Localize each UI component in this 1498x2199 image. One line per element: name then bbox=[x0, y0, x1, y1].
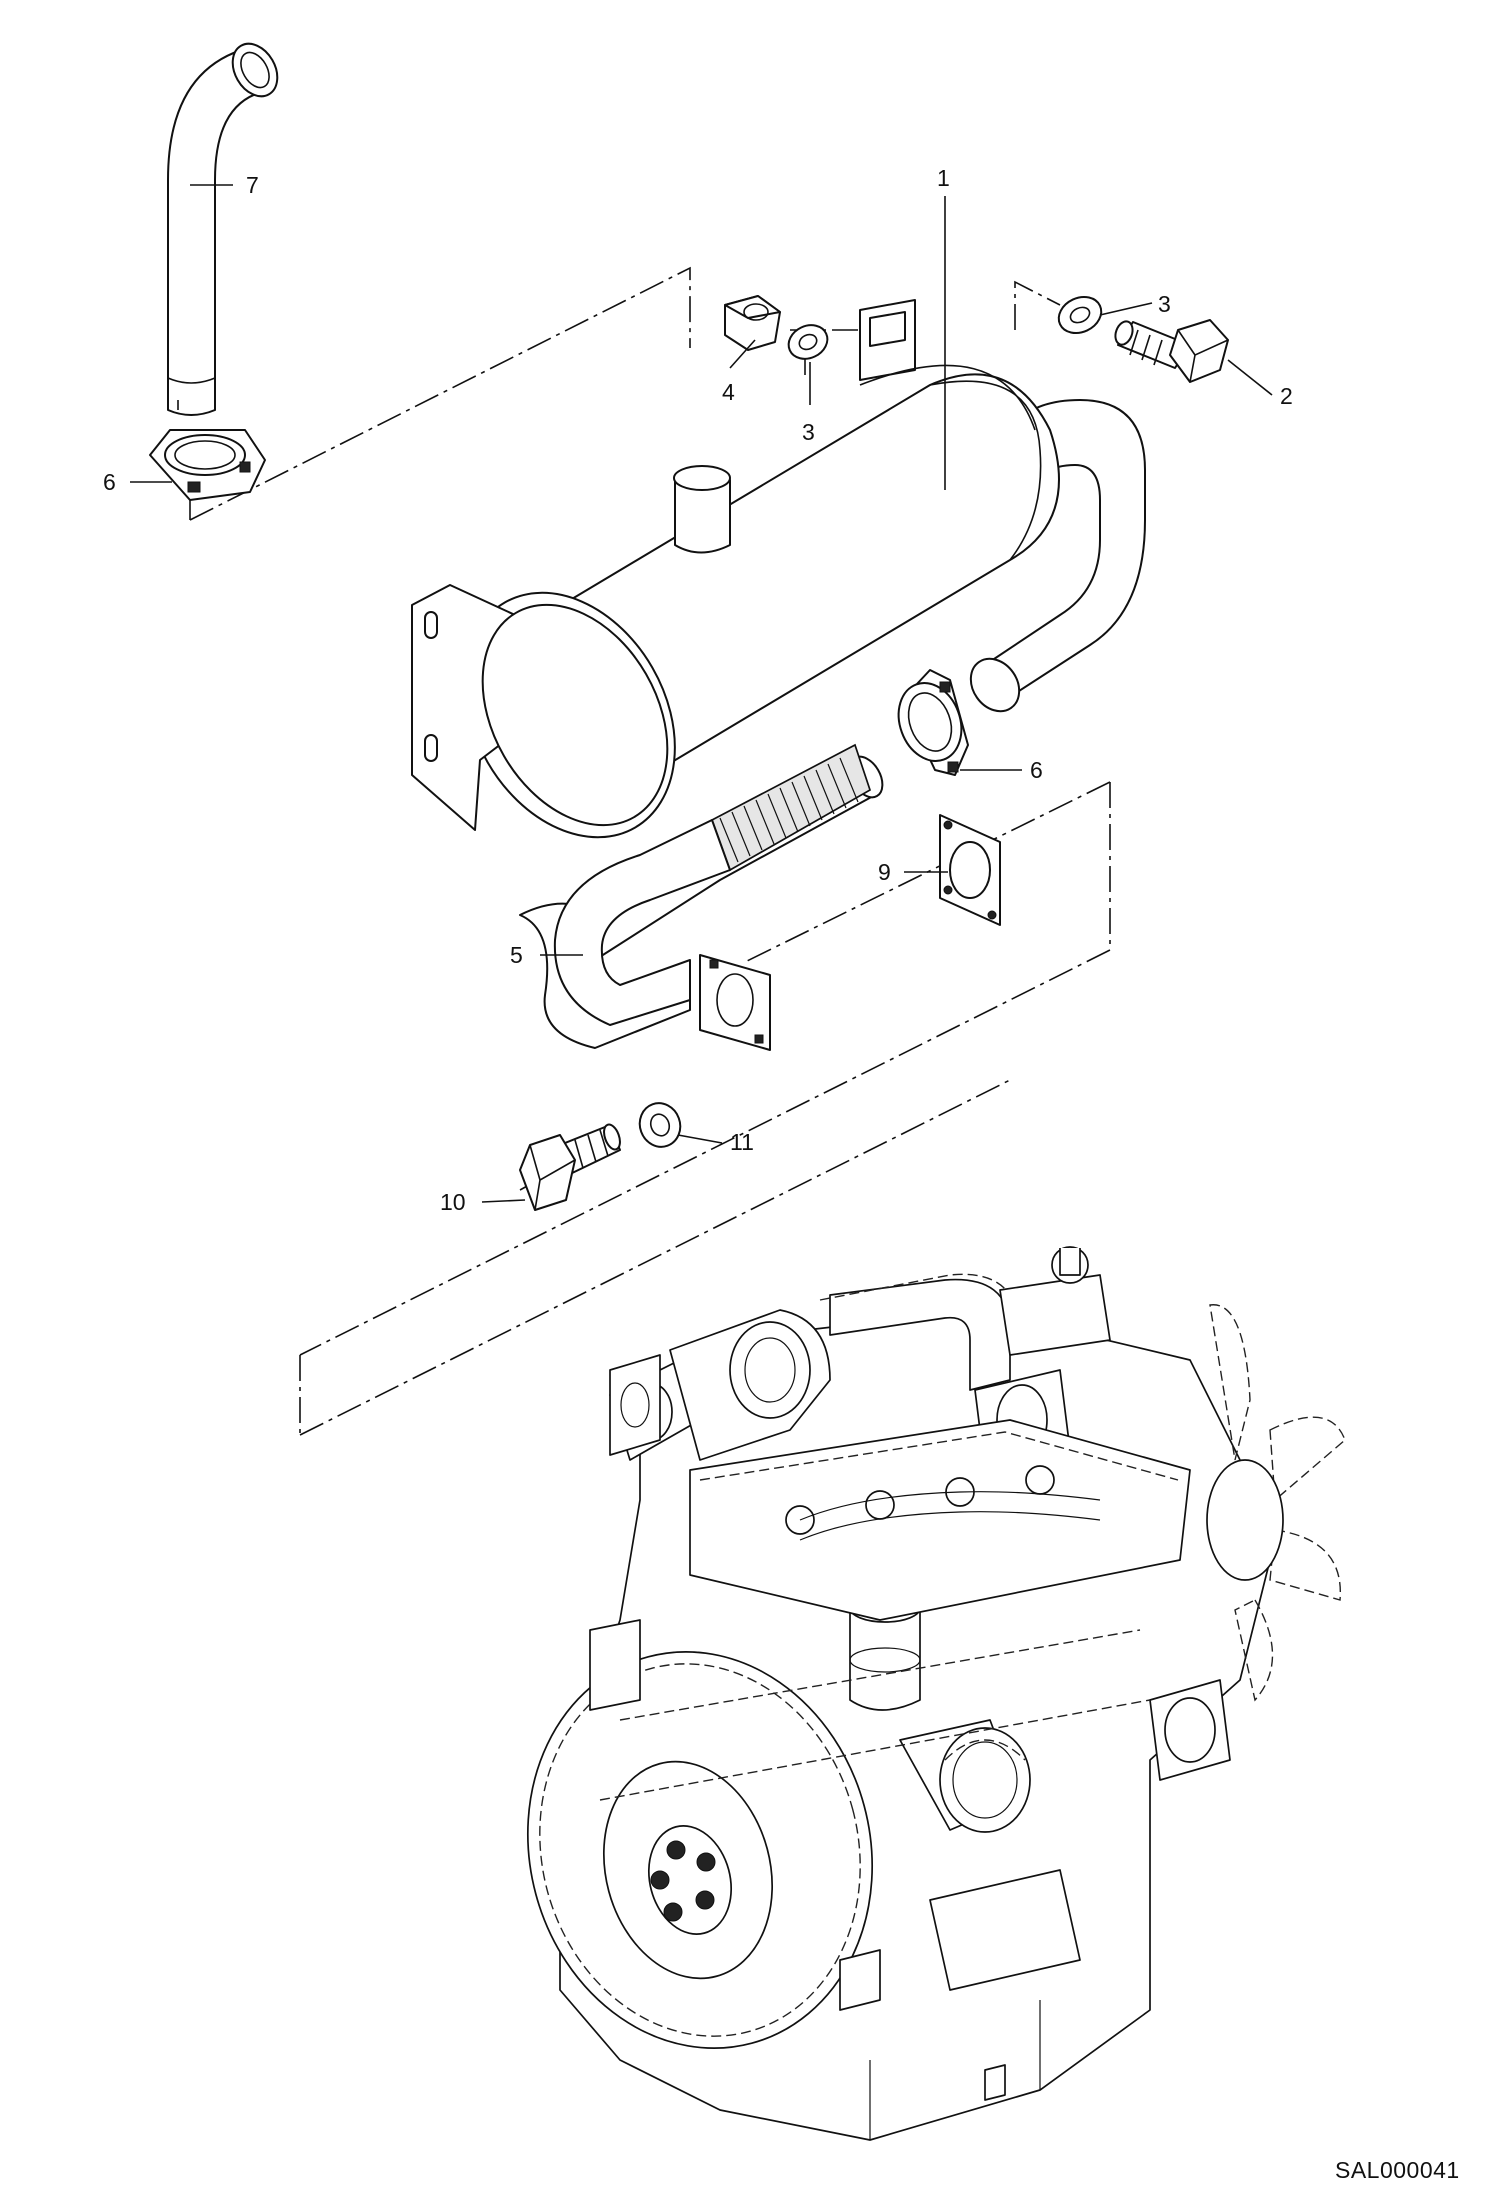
leader-3b bbox=[1099, 302, 1153, 316]
drawing-reference-code: SAL000041 bbox=[1335, 2157, 1460, 2183]
flex-pipe-corrugation bbox=[719, 757, 859, 863]
flywheel bbox=[526, 1651, 874, 2049]
callout-7: 7 bbox=[246, 172, 259, 198]
tailpipe bbox=[167, 42, 279, 416]
bolt-lower bbox=[519, 1123, 621, 1211]
callout-9: 9 bbox=[878, 859, 891, 885]
callout-11: 11 bbox=[730, 1129, 754, 1155]
washer-lower bbox=[638, 1102, 682, 1148]
callout-6-lower: 6 bbox=[1030, 757, 1043, 783]
callout-1: 1 bbox=[937, 165, 950, 191]
washer-left bbox=[787, 324, 829, 360]
nut bbox=[724, 295, 781, 351]
alignment-line-tailpipe bbox=[189, 266, 691, 521]
callout-5: 5 bbox=[510, 942, 523, 968]
leader-11 bbox=[677, 1134, 723, 1144]
callouts: 7 1 4 3 3 2 6 6 9 5 11 10 bbox=[103, 165, 1293, 1215]
alignment-line-flange-to-engine bbox=[299, 782, 1111, 1356]
engine-assembly bbox=[526, 1246, 1346, 2141]
leader-4 bbox=[729, 339, 756, 369]
flex-pipe bbox=[519, 743, 884, 1051]
bolt-upper bbox=[1114, 319, 1229, 383]
leader-lines bbox=[130, 184, 1273, 1203]
gasket bbox=[939, 814, 1001, 926]
alignment-line-bolt bbox=[1014, 280, 1061, 330]
engine-exhaust-flange bbox=[609, 1354, 661, 1456]
alignment-line-engine bbox=[299, 1079, 1011, 1436]
valve-cover bbox=[689, 1419, 1191, 1621]
clamp-upper bbox=[149, 429, 266, 501]
cooling-fan bbox=[1206, 1304, 1346, 1702]
leader-2 bbox=[1227, 359, 1273, 396]
oil-filter bbox=[899, 1719, 1031, 1833]
muffler bbox=[411, 299, 1146, 839]
leader-10 bbox=[481, 1199, 526, 1203]
callout-4: 4 bbox=[722, 379, 735, 405]
engine-side-details bbox=[589, 1619, 1231, 2140]
callout-6-upper: 6 bbox=[103, 469, 116, 495]
callout-2: 2 bbox=[1280, 383, 1293, 409]
callout-3-left: 3 bbox=[802, 419, 815, 445]
callout-3-right: 3 bbox=[1158, 291, 1171, 317]
washer-right bbox=[1057, 296, 1103, 334]
callout-10: 10 bbox=[440, 1189, 466, 1215]
clamp-lower bbox=[897, 669, 969, 776]
